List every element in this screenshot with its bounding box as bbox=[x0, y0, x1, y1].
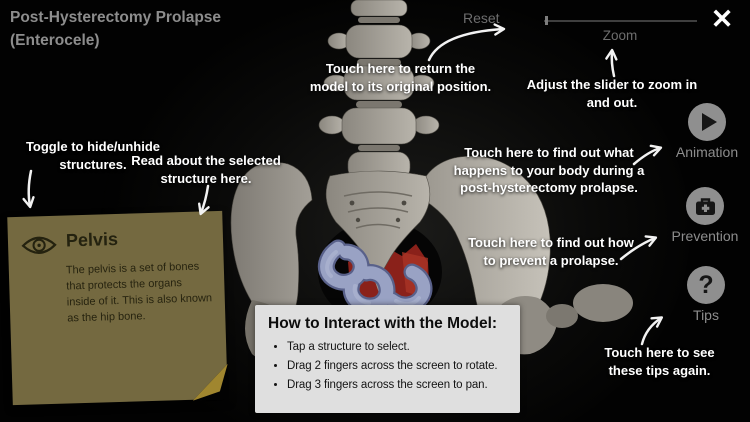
interaction-help-title: How to Interact with the Model: bbox=[268, 315, 498, 332]
animation-button-circle[interactable] bbox=[688, 103, 726, 141]
toggle-tip-text: Toggle to hide/unhide structures. bbox=[25, 139, 161, 172]
animation-button-label: Animation bbox=[675, 144, 739, 160]
page-title: Post-Hysterectomy Prolapse (Enterocele) bbox=[10, 9, 222, 50]
zoom-tip-text: Adjust the slider to zoom in and out. bbox=[526, 77, 698, 110]
play-icon bbox=[702, 113, 717, 131]
small-intestine[interactable] bbox=[317, 239, 433, 315]
zoom-slider-label: Zoom bbox=[602, 28, 638, 43]
prevention-button-label: Prevention bbox=[671, 228, 739, 244]
reset-tip-text: Touch here to return the model to its or… bbox=[309, 61, 492, 94]
interaction-help-item: Drag 2 fingers across the screen to rota… bbox=[287, 360, 520, 372]
tips-button-circle[interactable]: ? bbox=[687, 266, 725, 304]
interaction-help-item: Tap a structure to select. bbox=[287, 341, 520, 353]
close-icon[interactable]: ✕ bbox=[710, 4, 734, 34]
animation-button[interactable]: Animation bbox=[665, 103, 749, 160]
structure-description: The pelvis is a set of bones that protec… bbox=[65, 260, 213, 325]
structure-name: Pelvis bbox=[65, 228, 119, 251]
reset-button[interactable]: Reset bbox=[463, 10, 500, 26]
prevention-button[interactable]: Prevention bbox=[663, 187, 747, 244]
zoom-slider[interactable] bbox=[544, 16, 697, 27]
prevention-tip-text: Touch here to find out how to prevent a … bbox=[468, 235, 634, 268]
zoom-slider-track bbox=[544, 20, 697, 22]
tips-tip-text: Touch here to see these tips again. bbox=[604, 345, 715, 378]
interaction-help-panel: How to Interact with the Model: Tap a st… bbox=[255, 305, 520, 413]
question-icon: ? bbox=[698, 270, 714, 299]
interaction-help-list: Tap a structure to select. Drag 2 finger… bbox=[255, 341, 520, 391]
interaction-help-item: Drag 3 fingers across the screen to pan. bbox=[287, 379, 520, 391]
read-tip-text: Read about the selected structure here. bbox=[131, 153, 281, 186]
animation-tip-text: Touch here to find out what happens to y… bbox=[453, 145, 645, 196]
structure-info-note: Pelvis The pelvis is a set of bones that… bbox=[7, 210, 227, 406]
zoom-slider-handle[interactable] bbox=[545, 16, 548, 25]
first-aid-icon bbox=[695, 197, 715, 215]
eye-icon[interactable] bbox=[20, 233, 59, 258]
tips-button[interactable]: ? Tips bbox=[664, 266, 748, 323]
tips-button-label: Tips bbox=[693, 307, 719, 323]
prevention-button-circle[interactable] bbox=[686, 187, 724, 225]
